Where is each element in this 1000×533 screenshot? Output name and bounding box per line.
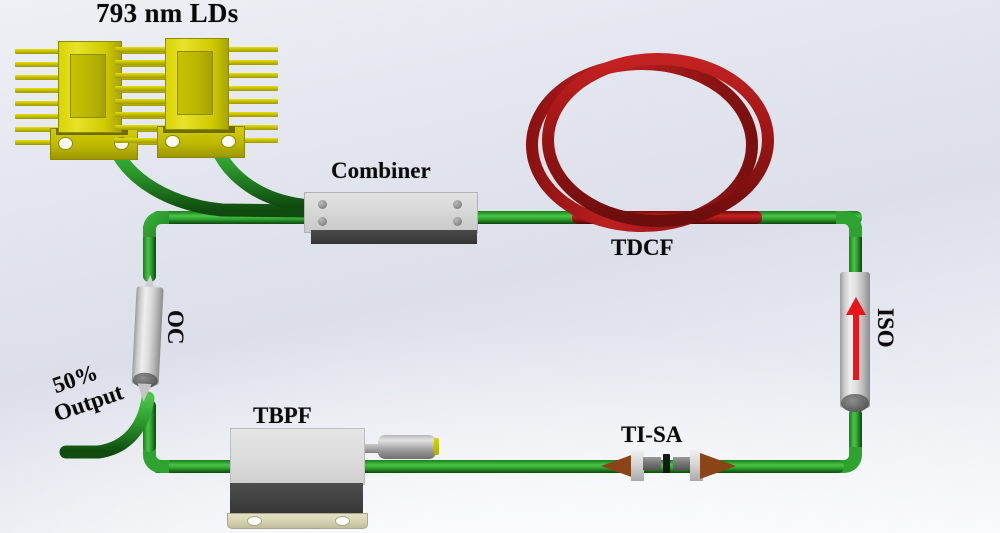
tbpf-body-band [230,483,363,514]
ld1-fin [15,114,65,119]
tisa-right-collar [690,450,703,481]
combiner-base [311,230,477,244]
tbpf-tuning-knob[interactable] [378,435,436,459]
fiber-output-tap [59,391,155,459]
tbpf-knob-tip [434,438,439,455]
pump-ld-2[interactable] [113,32,279,158]
tbpf-body-upper [230,428,365,485]
ld2-fin [115,138,171,143]
combiner-screw [318,200,327,209]
ld2-fin [225,60,278,65]
ld1-mount-hole [58,137,73,150]
oc-body [131,286,164,386]
iso-end-cap [841,394,869,412]
ld2-emitter-window [177,51,213,115]
label-793nm-lds: 793 nm LDs [96,0,239,28]
ld1-fin [15,127,65,132]
tisa-left-ferrule [643,457,661,470]
tisa-right-boot [700,453,739,479]
optical-isolator[interactable] [840,272,872,414]
ld2-mount-hole [221,135,236,148]
ld2-fin [115,99,171,104]
combiner-screw [453,217,462,226]
tbpf-foot-plate [227,513,368,529]
label-combiner: Combiner [331,158,431,183]
fiber-left-vertical [143,222,156,282]
tunable-bandpass-filter[interactable] [227,428,450,529]
ld2-fin [115,86,171,91]
ld2-mount-hole [165,135,180,148]
ld2-fin [225,112,278,117]
oc-bottom-taper [136,383,152,406]
ld2-fin [115,125,171,130]
ld2-fin [225,73,278,78]
tisa-absorber-chip [663,454,670,473]
combiner-screw [318,217,327,226]
fiber-right-vertical-lower [849,408,862,456]
label-tdcf: TDCF [611,235,674,260]
tisa-left-collar [631,450,644,481]
ld2-fin [225,86,278,91]
label-iso: ISO [873,308,898,348]
combiner-body [304,192,478,233]
ld2-fin [225,138,278,143]
output-coupler[interactable] [128,271,173,406]
ld1-fin [15,49,65,54]
ld2-fin [225,47,278,52]
tbpf-knob-stem [358,444,382,453]
label-tisa: TI-SA [621,422,683,447]
ld2-fin [115,47,171,52]
ld1-fin [15,101,65,106]
tdcf-coil [526,53,774,232]
ld1-fin [15,62,65,67]
ld2-fin [225,125,278,130]
combiner-screw [453,200,462,209]
ld2-fin [115,73,171,78]
ld1-fin [15,75,65,80]
ld1-emitter-window [70,54,106,118]
label-tbpf: TBPF [253,403,312,428]
ld2-fin [115,112,171,117]
ld1-fin [15,88,65,93]
tisa-right-ferrule [673,457,691,470]
iso-arrow-head [846,294,866,315]
ld2-fin [115,60,171,65]
pump-combiner[interactable] [304,192,478,244]
ld1-fin [15,140,65,145]
tbpf-foot-hole [247,516,262,526]
tbpf-foot-hole [335,516,350,526]
iso-arrow-shaft [853,310,859,380]
ld2-fin [225,99,278,104]
ti-sa-saturable-absorber[interactable] [598,450,736,484]
